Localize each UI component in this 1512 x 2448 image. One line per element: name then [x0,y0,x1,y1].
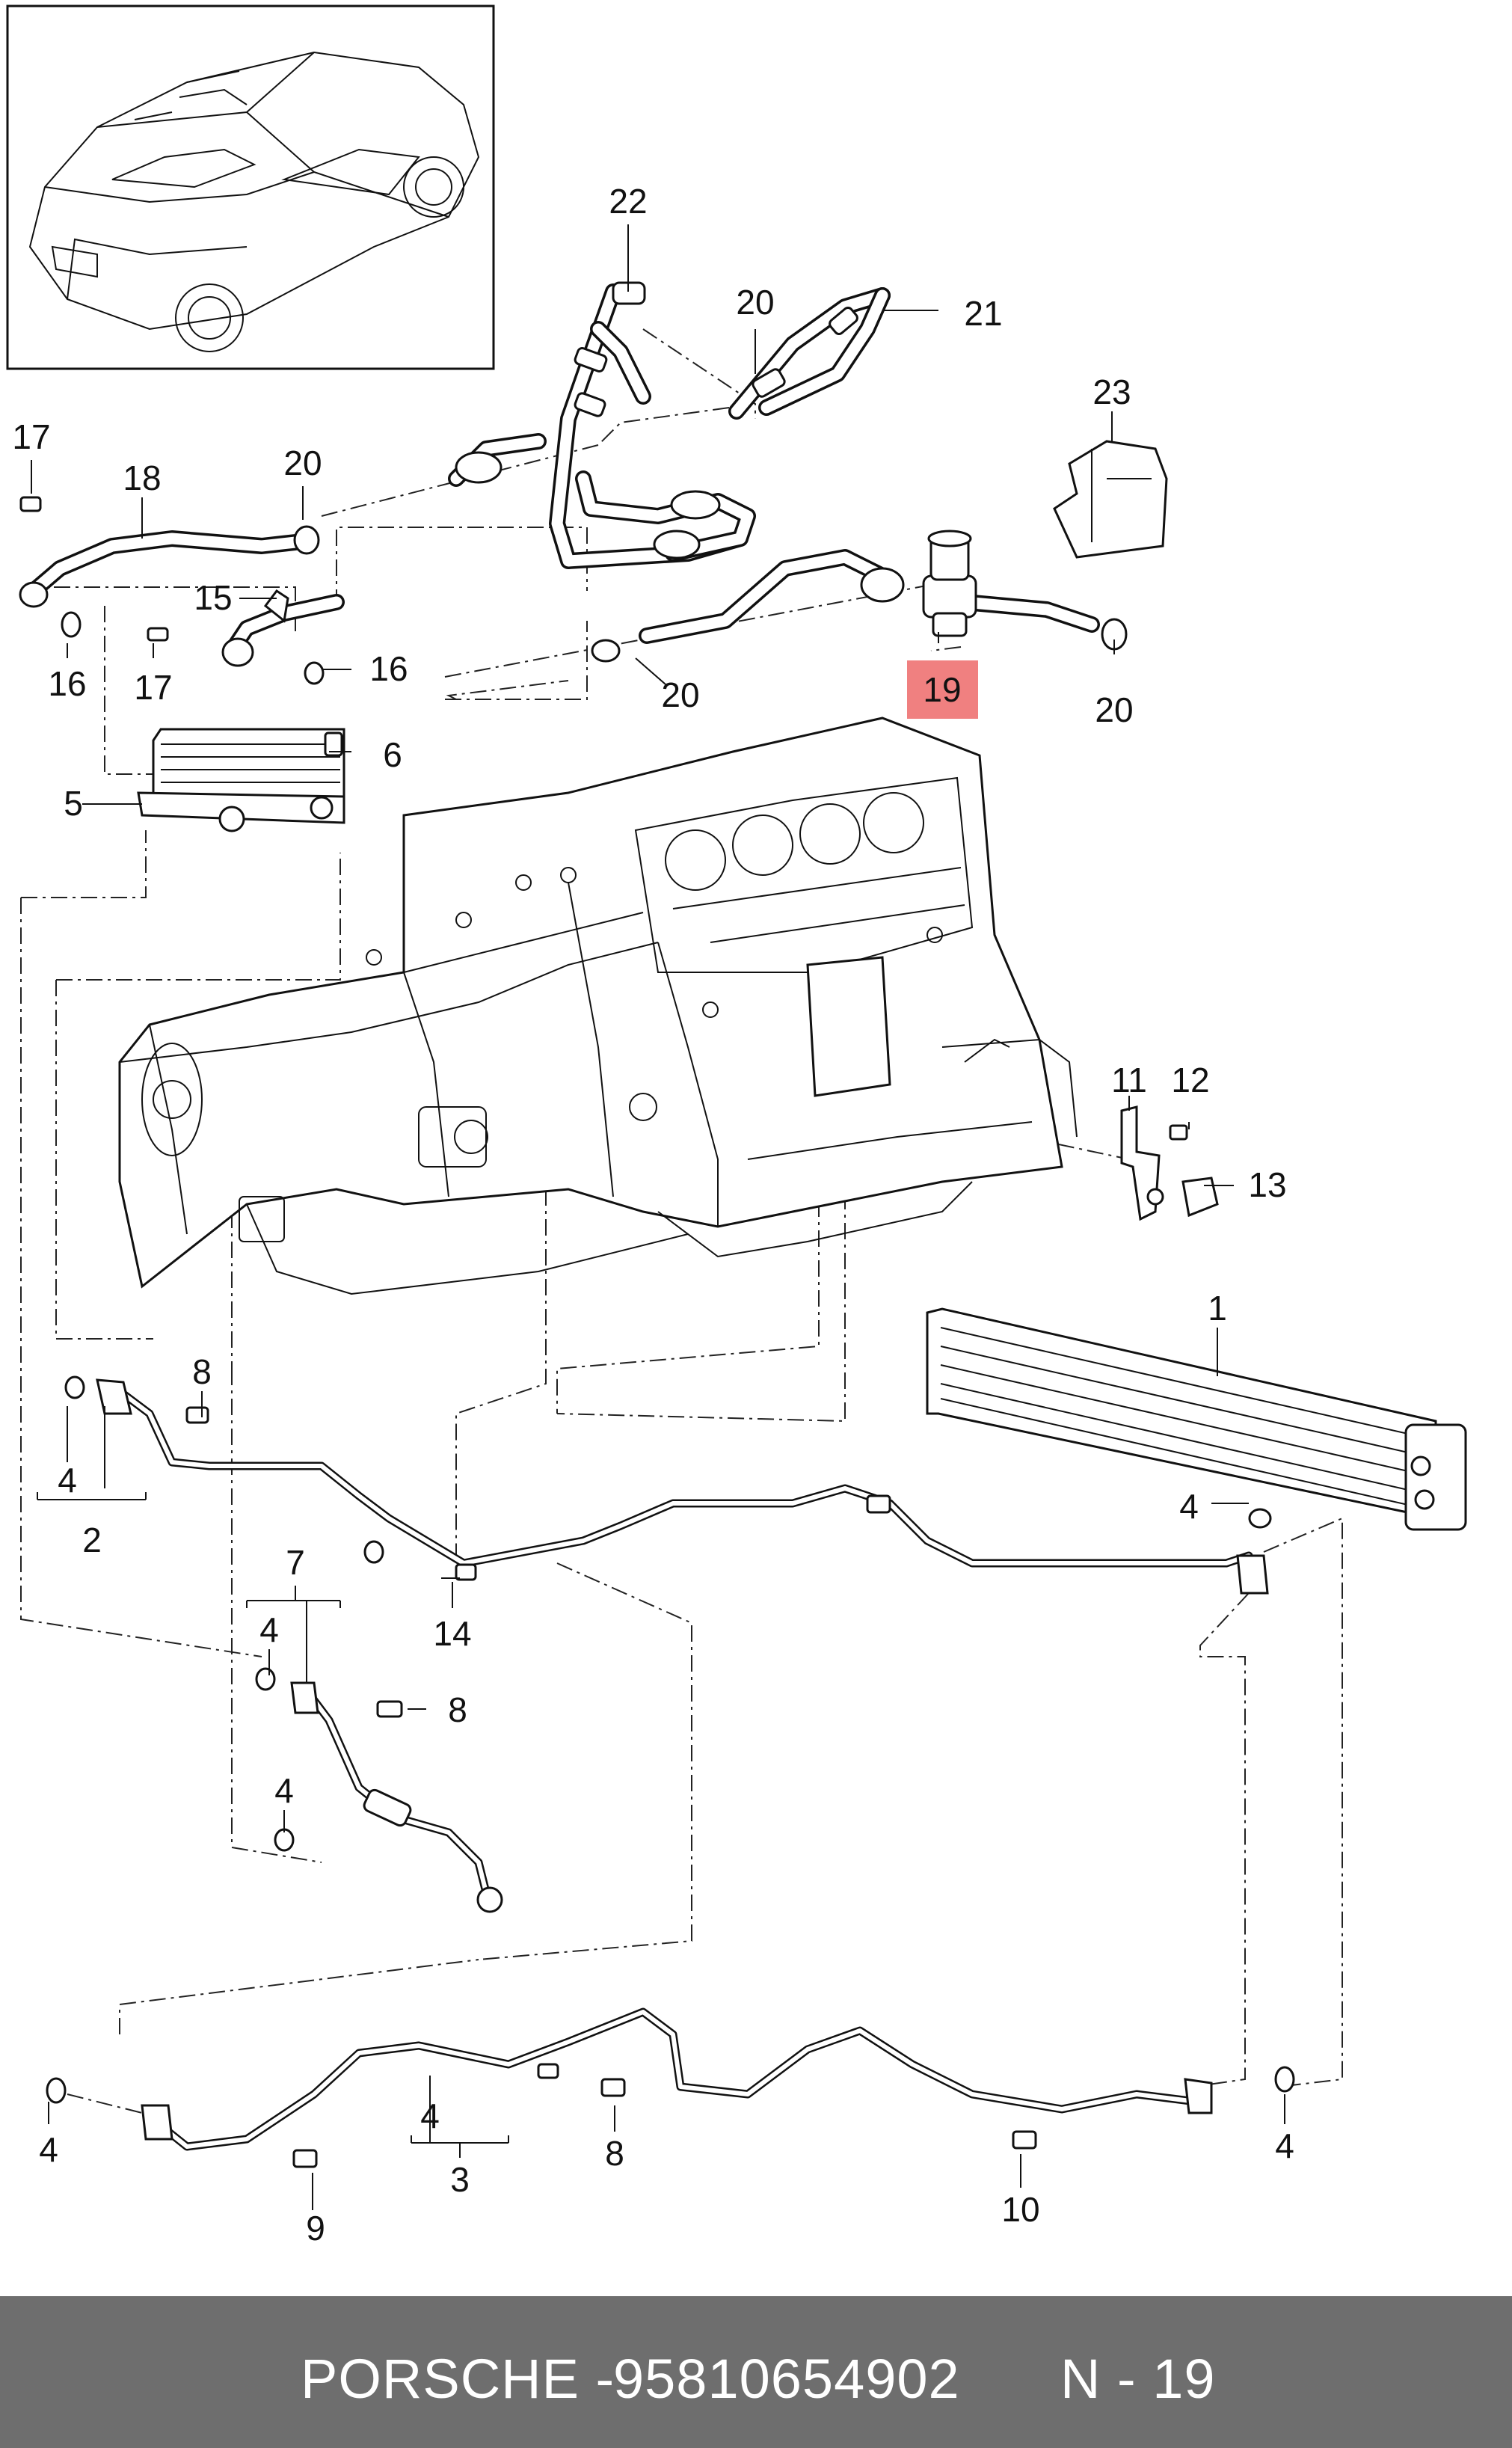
leader-lines [31,224,1285,2210]
callout-4: 4 [1275,2126,1294,2165]
footer-part-number: 95810654902 [613,2348,960,2410]
callout-9: 9 [306,2209,325,2248]
callout-5: 5 [64,784,83,823]
callout-14: 14 [433,1614,471,1653]
bracket-assembly [1120,1105,1219,1221]
footer-diagram-ref: N - 19 [1060,2348,1216,2410]
callout-4: 4 [1179,1487,1199,1526]
footer-bar: PORSCHE - 95810654902 N - 19 [0,2296,1512,2448]
callout-13: 13 [1248,1165,1286,1204]
parts-diagram: 19 17 18 20 22 20 21 23 15 16 17 16 20 1… [6,4,1467,2248]
callout-10: 10 [1001,2190,1039,2229]
oil-cooler [137,728,345,832]
callout-21: 21 [964,294,1002,333]
callout-15: 15 [194,578,232,617]
callout-20: 20 [736,283,774,322]
callout-18: 18 [123,458,161,497]
callout-17: 17 [12,417,50,456]
callout-4: 4 [259,1610,279,1649]
oil-line-upper [64,1375,1269,1595]
oil-line-lower [46,2007,1295,2168]
callout-4: 4 [39,2130,58,2169]
vehicle-overview-inset [6,4,495,370]
callout-20: 20 [283,444,322,482]
callout-6: 6 [383,735,402,774]
callout-17: 17 [134,668,172,707]
callout-4: 4 [274,1771,294,1810]
callout-16: 16 [48,664,86,703]
callout-22: 22 [609,182,647,221]
callout-12: 12 [1171,1061,1209,1099]
small-hose-group [19,496,345,685]
callout-2: 2 [82,1521,102,1559]
callout-16: 16 [369,649,408,688]
radiator [926,1307,1467,1531]
callout-8: 8 [448,1690,467,1729]
callout-4: 4 [58,1461,77,1500]
callout-19-highlight: 19 [923,670,961,709]
callout-4: 4 [420,2096,440,2135]
highlight-19: 19 [907,660,978,719]
oil-line-middle [255,1667,503,1913]
callout-20: 20 [661,675,699,714]
callout-1: 1 [1208,1289,1227,1328]
callout-7: 7 [286,1543,305,1582]
callout-23: 23 [1092,372,1131,411]
coolant-hose-assembly [448,281,1168,663]
callout-labels: 17 18 20 22 20 21 23 15 16 17 16 20 19 2… [12,182,1294,2248]
footer-brand: PORSCHE - [301,2348,615,2410]
callout-8: 8 [192,1352,212,1391]
callout-3: 3 [450,2160,470,2199]
callout-11: 11 [1111,1061,1147,1099]
callout-19: 19 [919,670,957,709]
callout-8: 8 [605,2134,624,2173]
callout-20: 20 [1095,690,1133,729]
engine-gearbox [118,717,1078,1295]
